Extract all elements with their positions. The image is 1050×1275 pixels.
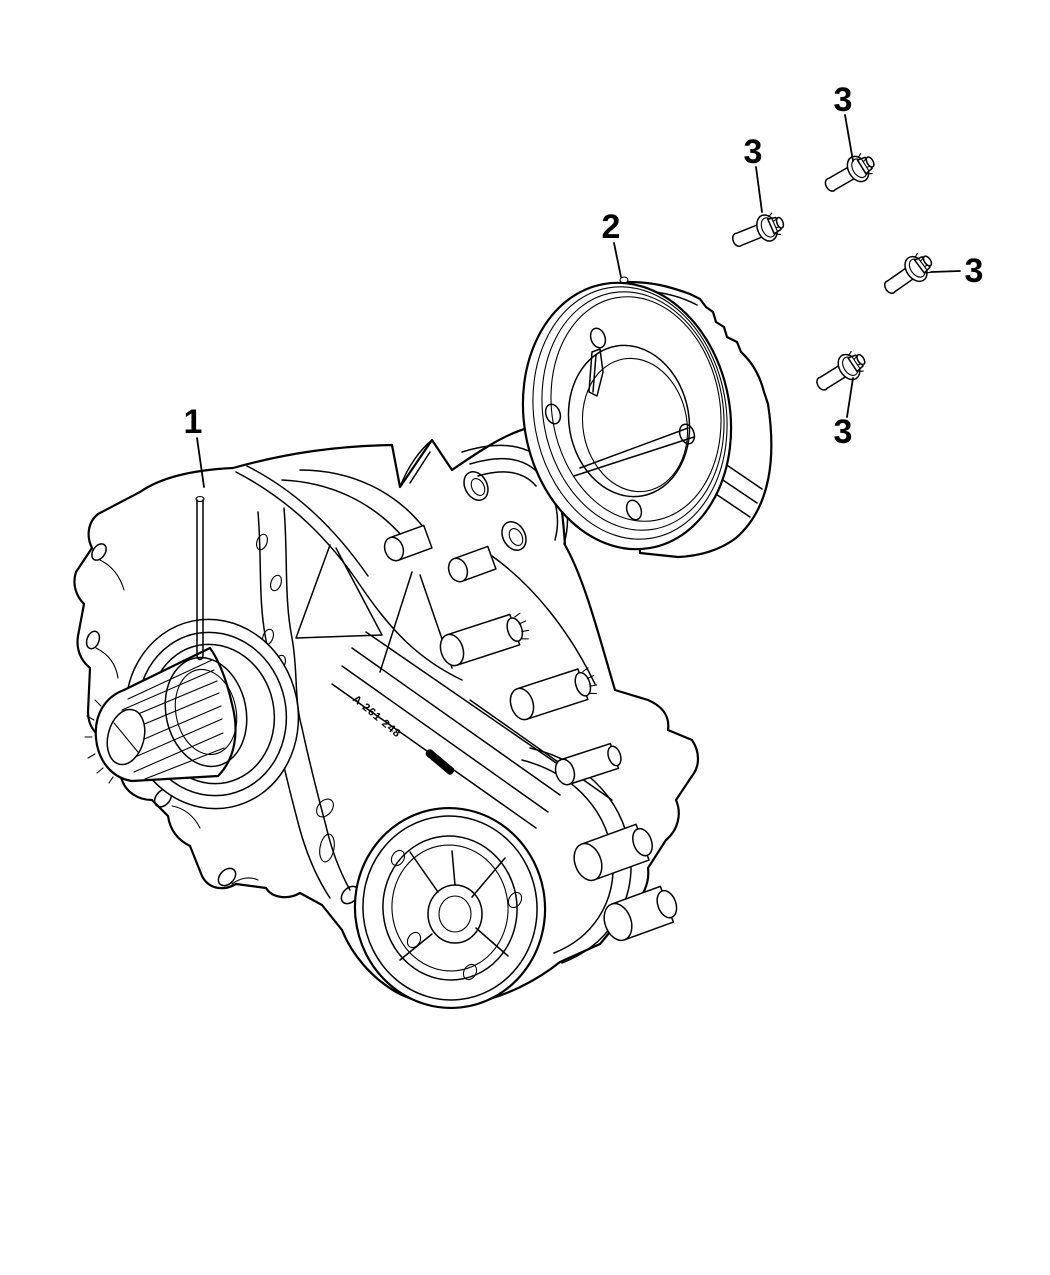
part-2-damper-ring[interactable]: [502, 266, 773, 566]
callout-2-label[interactable]: 2: [602, 208, 621, 246]
ring-bore-wall: [581, 357, 689, 493]
case-bottom-cover: [353, 806, 547, 1010]
callout-3-bottom-label[interactable]: 3: [834, 413, 853, 451]
part-3-bolts: [727, 148, 939, 399]
case-webs: [295, 544, 453, 673]
bolt-top[interactable]: [819, 148, 881, 200]
case-ribs: [331, 631, 613, 829]
callout-3-top-leader: [844, 114, 854, 162]
bolt-right[interactable]: [877, 247, 939, 302]
ring-bore: [567, 344, 691, 498]
callout-2-leader: [613, 242, 622, 278]
case-top-fin: [399, 439, 433, 488]
callout-3-left-label[interactable]: 3: [744, 133, 763, 171]
ring-groove-2: [541, 291, 725, 531]
ring-leader-notch: [619, 276, 629, 284]
part-1-transfer-case[interactable]: A 261 248: [73, 426, 700, 1017]
callout-3-left-leader: [755, 166, 763, 213]
ring-drum-lines: [642, 290, 763, 518]
callout-3-bottom-leader: [846, 377, 854, 418]
bolt-bottom[interactable]: [810, 345, 872, 399]
callout-3-right-leader: [930, 270, 961, 273]
case-vent-rod: [195, 495, 205, 661]
case-rear-ring-bosses: [463, 471, 527, 551]
callouts: 1 2 3 3 3 3: [184, 81, 984, 488]
callout-3-right-label[interactable]: 3: [965, 252, 984, 290]
callout-3-top-label[interactable]: 3: [834, 81, 853, 119]
casting-mark-blob: [425, 749, 455, 775]
ring-bore-internals: [573, 348, 695, 477]
callout-1-leader: [196, 437, 205, 488]
spline-end-ticks: [84, 699, 114, 784]
input-shaft-spline: [84, 646, 248, 784]
callout-1-label[interactable]: 1: [184, 403, 203, 441]
ring-groove-1: [532, 286, 728, 540]
ring-face-holes: [544, 327, 696, 521]
case-flange-scallops: [95, 559, 259, 885]
case-parting-seams: [235, 465, 463, 681]
bolt-left[interactable]: [727, 208, 789, 255]
case-stud-bosses: [383, 524, 678, 942]
